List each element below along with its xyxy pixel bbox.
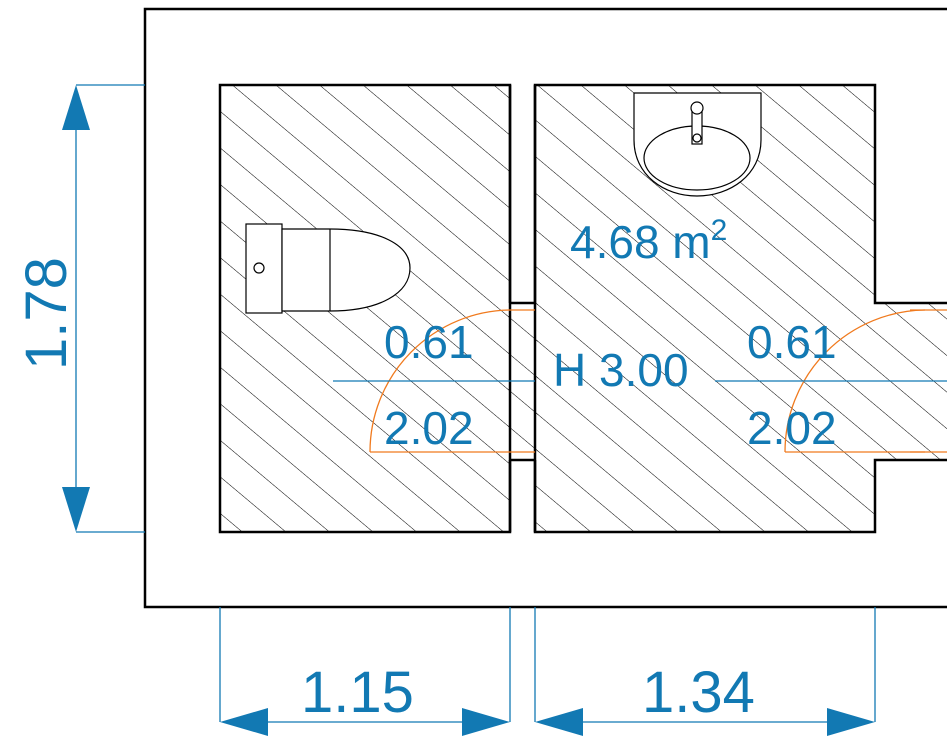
left-dimension-label: 1.78 xyxy=(14,257,79,370)
bottom-left-dimension xyxy=(219,607,511,736)
left-dimension xyxy=(62,84,145,533)
bottom-left-dimension-label: 1.15 xyxy=(301,660,414,725)
sink-room xyxy=(533,83,947,534)
bottom-right-dimension xyxy=(534,607,876,736)
toilet-icon xyxy=(245,223,411,314)
door-height-label: 2.02 xyxy=(747,402,837,454)
door-width-label: 0.61 xyxy=(384,316,474,368)
door-height-label: 2.02 xyxy=(384,402,474,454)
door-swing-middle xyxy=(369,309,535,453)
sink-icon xyxy=(633,92,762,197)
bottom-right-dimension-label: 1.34 xyxy=(642,660,755,725)
height-label: H 3.00 xyxy=(553,344,689,396)
area-label: 4.68 m2 xyxy=(570,214,727,268)
door-swing-right xyxy=(784,309,947,453)
door-width-label: 0.61 xyxy=(747,316,837,368)
